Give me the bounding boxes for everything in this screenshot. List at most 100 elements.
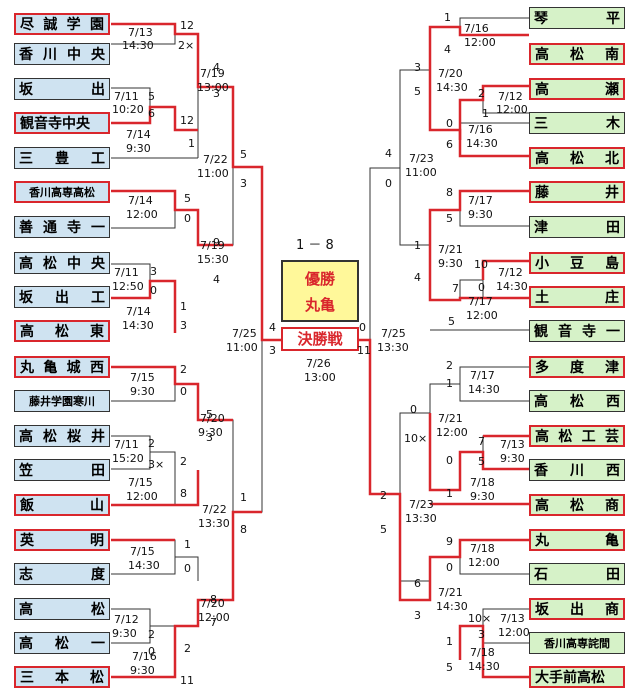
score-or-date-label: 12:00 xyxy=(466,309,498,322)
team-name: 津田 xyxy=(534,220,620,236)
score-or-date-label: 9:30 xyxy=(500,452,525,465)
score-or-date-label: 4 xyxy=(213,273,220,286)
right-team-box: 多度津 xyxy=(529,356,625,378)
score-or-date-label: 10:20 xyxy=(112,103,144,116)
right-team-box: 高松南 xyxy=(529,43,625,65)
team-name: 高松西 xyxy=(534,394,620,410)
score-or-date-label: 10 xyxy=(474,258,488,271)
team-name: 高松南 xyxy=(535,47,619,63)
right-team-box: 三木 xyxy=(529,112,625,134)
score-or-date-label: 5 xyxy=(448,315,455,328)
right-team-box: 高松北 xyxy=(529,147,625,169)
score-or-date-label: 12:00 xyxy=(498,626,530,639)
final-right-score: 0 xyxy=(359,321,366,334)
score-or-date-label: 0 xyxy=(148,645,155,658)
score-or-date-label: 7/17 xyxy=(468,295,493,308)
score-or-date-label: 7/18 xyxy=(470,646,495,659)
right-team-box: 高瀬 xyxy=(529,78,625,100)
team-name: 三木 xyxy=(534,116,620,132)
score-or-date-label: 7/12 xyxy=(498,266,523,279)
score-or-date-label: 2 xyxy=(148,437,155,450)
score-or-date-label: 12:50 xyxy=(112,280,144,293)
right-team-box: 土庄 xyxy=(529,286,625,308)
semi-left-date: 7/25 xyxy=(232,327,257,340)
score-or-date-label: 4 xyxy=(444,43,451,56)
left-team-box: 坂出 xyxy=(14,78,110,100)
score-or-date-label: 5 xyxy=(206,408,213,421)
champion-label: 優勝 xyxy=(304,270,335,288)
left-team-box: 三本松 xyxy=(14,666,110,688)
score-or-date-label: 3 xyxy=(478,628,485,641)
right-team-box: 坂出商 xyxy=(529,598,625,620)
score-or-date-label: 14:30 xyxy=(468,383,500,396)
score-or-date-label: 5 xyxy=(240,148,247,161)
score-or-date-label: 5 xyxy=(414,85,421,98)
score-or-date-label: 7/23 xyxy=(409,498,434,511)
right-team-box: 香川高専詫間 xyxy=(529,632,625,654)
score-or-date-label: 1 xyxy=(446,487,453,500)
right-team-box: 高松工芸 xyxy=(529,425,625,447)
score-or-date-label: 14:30 xyxy=(466,137,498,150)
right-team-box: 津田 xyxy=(529,216,625,238)
score-or-date-label: 1 xyxy=(414,239,421,252)
score-or-date-label: 9:30 xyxy=(130,664,155,677)
score-or-date-label: 12:00 xyxy=(496,103,528,116)
team-name: 多度津 xyxy=(535,360,619,376)
team-name: 高松工芸 xyxy=(535,429,619,445)
score-or-date-label: 1 xyxy=(482,107,489,120)
semi-right-date: 7/25 xyxy=(381,327,406,340)
score-or-date-label: 7/13 xyxy=(128,26,153,39)
score-or-date-label: 7/13 xyxy=(500,612,525,625)
score-or-date-label: 14:30 xyxy=(122,319,154,332)
left-team-box: 丸亀城西 xyxy=(14,356,110,378)
final-time: 13:00 xyxy=(304,371,336,384)
final-left-score: 4 xyxy=(269,321,276,334)
score-or-date-label: 10× xyxy=(404,432,428,445)
score-or-date-label: 9:30 xyxy=(130,385,155,398)
score-or-date-label: 7/22 xyxy=(203,153,228,166)
right-team-box: 琴平 xyxy=(529,7,625,29)
score-or-date-label: 3 xyxy=(150,265,157,278)
bracket-title: 1 － 8 xyxy=(296,238,334,253)
team-name: 高松桜井 xyxy=(19,429,105,445)
score-or-date-label: 6 xyxy=(414,577,421,590)
score-or-date-label: 8 xyxy=(180,487,187,500)
score-or-date-label: 2 xyxy=(148,628,155,641)
score-or-date-label: 7/22 xyxy=(202,503,227,516)
champion-team: 丸亀 xyxy=(304,296,335,314)
score-or-date-label: 5 xyxy=(446,661,453,674)
score-or-date-label: 12 xyxy=(180,19,194,32)
team-name: 善通寺一 xyxy=(19,220,105,236)
score-or-date-label: 7/17 xyxy=(470,369,495,382)
score-or-date-label: 0 xyxy=(184,562,191,575)
team-name: 小豆島 xyxy=(535,256,619,272)
team-name: 香川高専詫間 xyxy=(544,637,610,650)
team-name: 高松北 xyxy=(535,151,619,167)
final-date: 7/26 xyxy=(306,357,331,370)
score-or-date-label: 11:00 xyxy=(197,167,229,180)
score-or-date-label: 7/19 xyxy=(200,67,225,80)
team-name: 坂出工 xyxy=(19,290,105,306)
score-or-date-label: 7/21 xyxy=(438,243,463,256)
left-team-box: 坂出工 xyxy=(14,286,110,308)
right-team-box: 石田 xyxy=(529,563,625,585)
score-or-date-label: 12 xyxy=(180,114,194,127)
score-or-date-label: 14:30 xyxy=(128,559,160,572)
score-or-date-label: 7/15 xyxy=(130,371,155,384)
score-or-date-label: 2 xyxy=(180,455,187,468)
score-or-date-label: 0 xyxy=(446,454,453,467)
score-or-date-label: 8 xyxy=(210,593,217,606)
score-or-date-label: 7/20 xyxy=(438,67,463,80)
team-name: 香川西 xyxy=(534,463,620,479)
score-or-date-label: 1 xyxy=(188,137,195,150)
left-team-box: 飯山 xyxy=(14,494,110,516)
left-team-box: 高松東 xyxy=(14,320,110,342)
score-or-date-label: 2 xyxy=(446,359,453,372)
score-or-date-label: 1 xyxy=(444,11,451,24)
right-team-box: 丸亀 xyxy=(529,529,625,551)
right-team-box: 高松商 xyxy=(529,494,625,516)
score-or-date-label: 7/11 xyxy=(114,266,139,279)
right-team-box: 小豆島 xyxy=(529,252,625,274)
score-or-date-label: 15:20 xyxy=(112,452,144,465)
